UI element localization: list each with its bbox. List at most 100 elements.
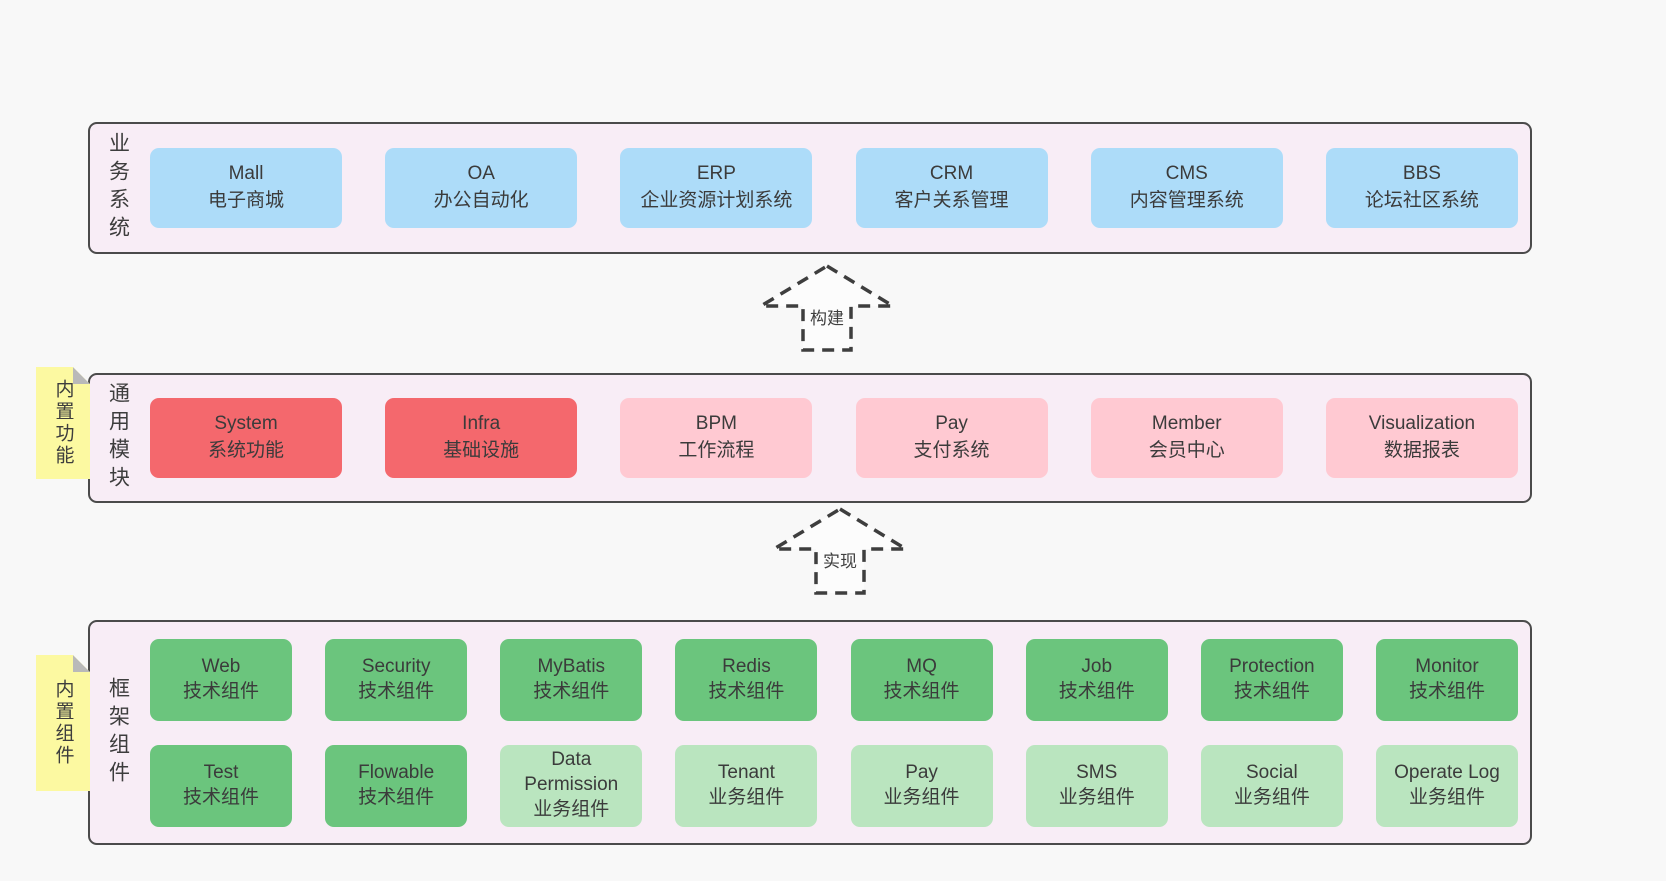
box-subtitle: 业务组件 [1058, 786, 1135, 808]
business-box-row: Mall 电子商城 OA 办公自动化 ERP 企业资源计划系统 CRM 客户关系… [138, 124, 1530, 252]
box-title: Security [361, 655, 431, 677]
box-subtitle: 技术组件 [1408, 680, 1485, 702]
box-subtitle: 技术组件 [708, 680, 785, 702]
box-data-permission: Data Permission 业务组件 [500, 744, 643, 827]
box-protection: Protection 技术组件 [1200, 638, 1343, 721]
band-common-modules: 通用模块 System 系统功能 Infra 基础设施 BPM 工作流程 Pay… [88, 373, 1532, 503]
component-box-row-2: Test 技术组件 Flowable 技术组件 Data Permission … [138, 744, 1530, 827]
box-title: Data Permission [524, 749, 619, 796]
band-label-framework-components: 框架组件 [106, 676, 130, 789]
box-title: Operate Log [1394, 761, 1500, 783]
box-subtitle: 办公自动化 [433, 190, 529, 211]
box-title: Mall [228, 163, 264, 185]
box-cms: CMS 内容管理系统 [1090, 148, 1283, 228]
box-subtitle: 数据报表 [1383, 440, 1460, 461]
box-infra: Infra 基础设施 [385, 398, 578, 478]
box-title: ERP [696, 163, 736, 185]
band-business-systems: 业务系统 Mall 电子商城 OA 办公自动化 ERP 企业资源计划系统 CRM… [88, 122, 1532, 254]
tag-label: 内置组件 [52, 679, 74, 767]
box-title: MQ [906, 655, 937, 677]
arrow-implement-label: 实现 [821, 547, 859, 572]
box-subtitle: 业务组件 [883, 786, 960, 808]
box-title: BPM [695, 413, 737, 435]
box-subtitle: 技术组件 [358, 680, 435, 702]
box-title: Visualization [1368, 413, 1476, 435]
box-subtitle: 业务组件 [1233, 786, 1310, 808]
box-crm: CRM 客户关系管理 [855, 148, 1048, 228]
module-box-row: System 系统功能 Infra 基础设施 BPM 工作流程 Pay 支付系统… [138, 375, 1530, 501]
box-mybatis: MyBatis 技术组件 [500, 638, 643, 721]
box-member: Member 会员中心 [1090, 398, 1283, 478]
box-redis: Redis 技术组件 [675, 638, 818, 721]
tag-built-in-components: 内置组件 [36, 655, 90, 791]
box-title: Job [1081, 655, 1113, 677]
box-subtitle: 系统功能 [207, 440, 284, 461]
box-system: System 系统功能 [150, 398, 342, 478]
box-title: BBS [1402, 163, 1441, 185]
box-title: Tenant [717, 761, 775, 783]
box-title: Web [201, 655, 241, 677]
box-subtitle: 技术组件 [182, 680, 259, 702]
arrow-implement: 实现 [770, 505, 910, 597]
box-title: MyBatis [537, 655, 606, 677]
box-title: Monitor [1415, 655, 1479, 677]
box-subtitle: 企业资源计划系统 [640, 190, 793, 211]
folded-corner-icon [73, 367, 90, 384]
box-subtitle: 会员中心 [1148, 440, 1225, 461]
box-security: Security 技术组件 [325, 638, 468, 721]
box-mall: Mall 电子商城 [150, 148, 342, 228]
box-monitor: Monitor 技术组件 [1375, 638, 1518, 721]
box-social: Social 业务组件 [1200, 744, 1343, 827]
box-operate-log: Operate Log 业务组件 [1375, 744, 1518, 827]
box-subtitle: 客户关系管理 [894, 190, 1009, 211]
box-title: Member [1151, 413, 1222, 435]
box-subtitle: 技术组件 [533, 680, 610, 702]
box-subtitle: 技术组件 [182, 786, 259, 808]
box-title: Social [1245, 761, 1298, 783]
box-subtitle: 业务组件 [533, 798, 610, 820]
box-pay-business: Pay 业务组件 [850, 744, 993, 827]
band-label-common-modules: 通用模块 [106, 382, 130, 494]
box-title: OA [467, 163, 495, 185]
box-mq: MQ 技术组件 [850, 638, 993, 721]
box-flowable: Flowable 技术组件 [325, 744, 468, 827]
box-subtitle: 技术组件 [358, 786, 435, 808]
band-label-wrap: 框架组件 [98, 622, 138, 843]
box-sms: SMS 业务组件 [1025, 744, 1168, 827]
box-bpm: BPM 工作流程 [620, 398, 813, 478]
tag-built-in-features: 内置功能 [36, 367, 90, 479]
box-tenant: Tenant 业务组件 [675, 744, 818, 827]
box-pay: Pay 支付系统 [855, 398, 1048, 478]
box-subtitle: 基础设施 [443, 440, 520, 461]
box-title: Redis [722, 655, 771, 677]
box-title: System [214, 413, 278, 435]
box-erp: ERP 企业资源计划系统 [620, 148, 813, 228]
box-subtitle: 业务组件 [708, 786, 785, 808]
box-oa: OA 办公自动化 [385, 148, 578, 228]
box-title: Infra [462, 413, 501, 435]
box-title: SMS [1076, 761, 1118, 783]
box-web: Web 技术组件 [150, 638, 292, 721]
band-label-business-systems: 业务系统 [106, 132, 130, 244]
box-title: Pay [935, 413, 968, 435]
box-title: CRM [929, 163, 974, 185]
band-framework-components: 框架组件 Web 技术组件 Security 技术组件 MyBatis 技术组件… [88, 620, 1532, 845]
box-title: Pay [905, 761, 938, 783]
box-title: Test [203, 761, 239, 783]
box-subtitle: 电子商城 [207, 190, 284, 211]
box-subtitle: 工作流程 [678, 440, 755, 461]
box-title: Protection [1229, 655, 1315, 677]
box-subtitle: 论坛社区系统 [1364, 190, 1479, 211]
box-job: Job 技术组件 [1025, 638, 1168, 721]
box-subtitle: 业务组件 [1408, 786, 1485, 808]
component-rows: Web 技术组件 Security 技术组件 MyBatis 技术组件 Redi… [138, 622, 1530, 843]
band-label-wrap: 业务系统 [98, 124, 138, 252]
box-title: Flowable [358, 761, 435, 783]
box-title: CMS [1165, 163, 1208, 185]
arrow-build: 构建 [757, 262, 897, 354]
box-bbs: BBS 论坛社区系统 [1325, 148, 1518, 228]
box-subtitle: 技术组件 [1058, 680, 1135, 702]
box-subtitle: 支付系统 [913, 440, 990, 461]
box-subtitle: 技术组件 [883, 680, 960, 702]
